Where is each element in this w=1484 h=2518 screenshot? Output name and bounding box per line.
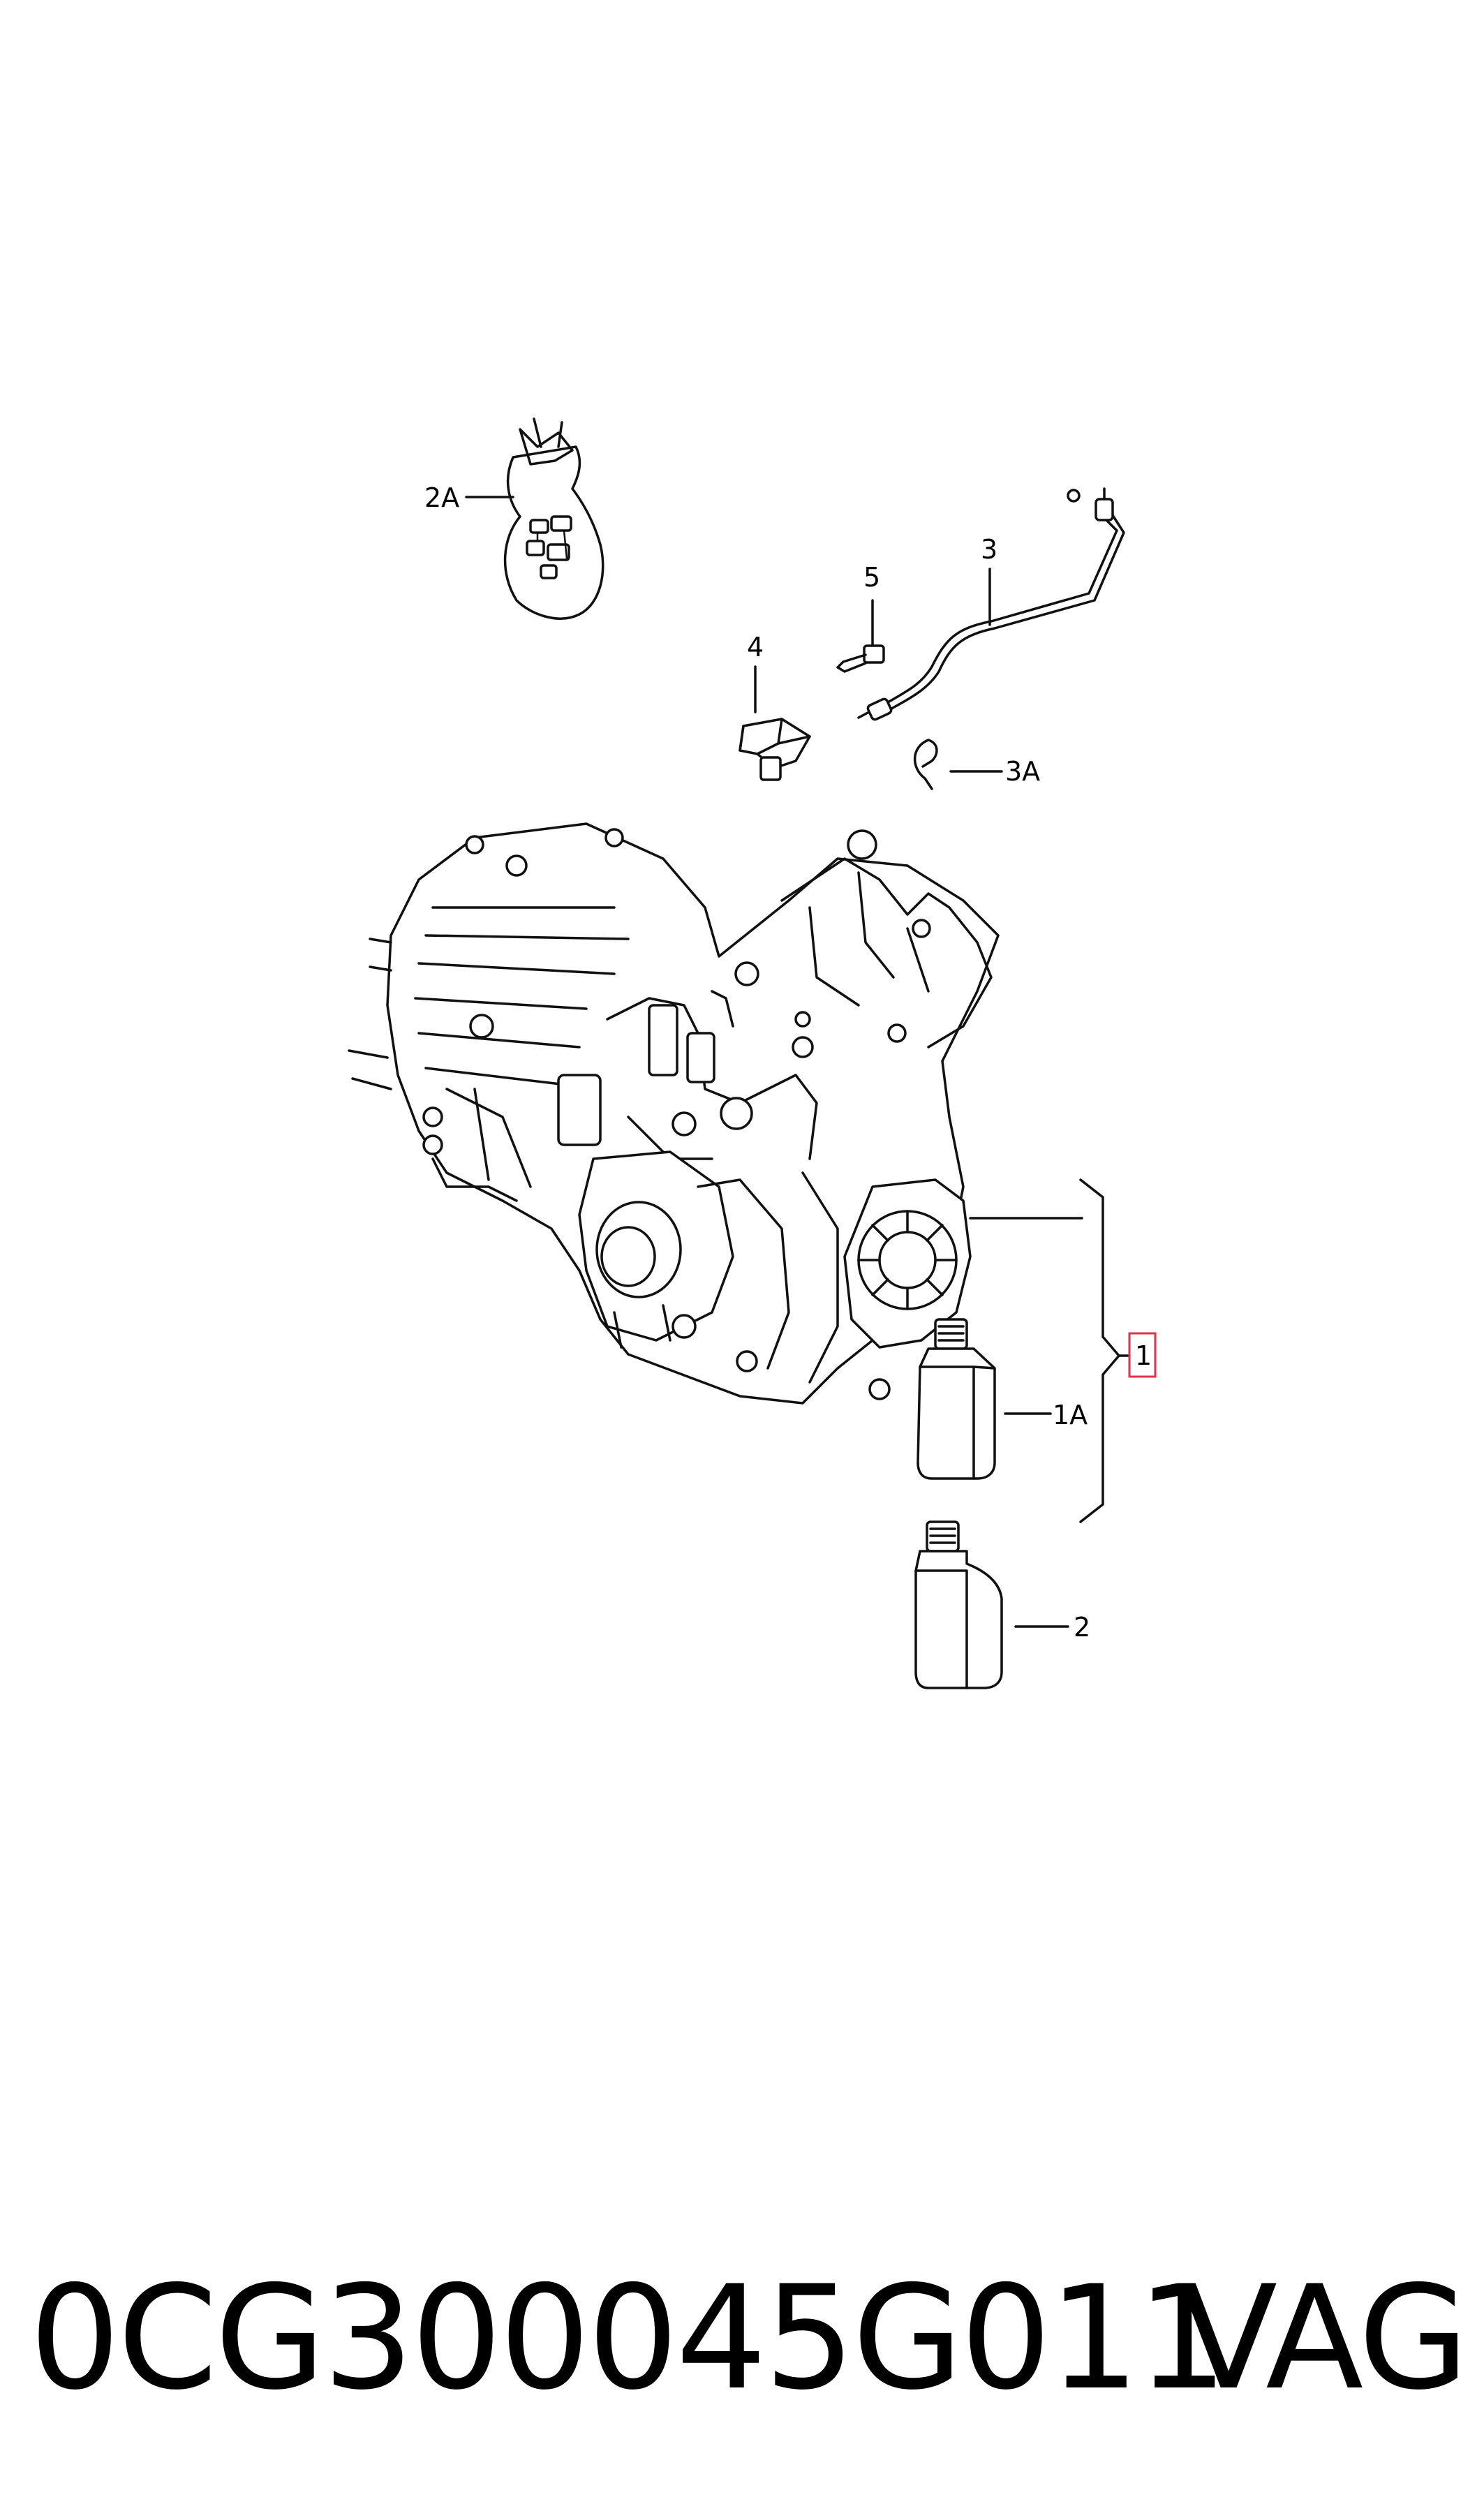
part-number-caption: 0CG300045G011 VAG <box>0 2234 1484 2443</box>
oil-bottle-1A-illustration <box>917 1318 1052 1480</box>
parts-bag-2A-illustration <box>465 417 604 620</box>
callout-1-highlight-box <box>1128 1332 1157 1378</box>
callout-5: 5 <box>863 562 880 593</box>
transmission-assembly-illustration <box>348 822 1000 1405</box>
clip-3A-illustration <box>913 739 1003 790</box>
vent-pipe-3-illustration <box>857 487 1125 721</box>
callout-3: 3 <box>981 534 997 565</box>
callout-1-bracket <box>969 1178 1157 1523</box>
callout-1: 1 <box>1135 1340 1152 1371</box>
callout-2: 2 <box>1074 1612 1090 1643</box>
bolt-5-illustration <box>836 599 885 673</box>
exploded-parts-diagram: 2A 5 3 3A 4 <box>348 417 1157 1689</box>
part-number-brand: VAG <box>1180 2256 1469 2422</box>
callout-3A: 3A <box>1005 756 1040 787</box>
callout-4: 4 <box>747 632 764 662</box>
sensor-4-illustration <box>739 665 811 781</box>
callout-1A: 1A <box>1053 1400 1088 1430</box>
part-number-code: 0CG300045G011 <box>29 2256 1228 2422</box>
oil-bottle-2-illustration <box>914 1520 1069 1689</box>
callout-2A: 2A <box>424 482 459 513</box>
